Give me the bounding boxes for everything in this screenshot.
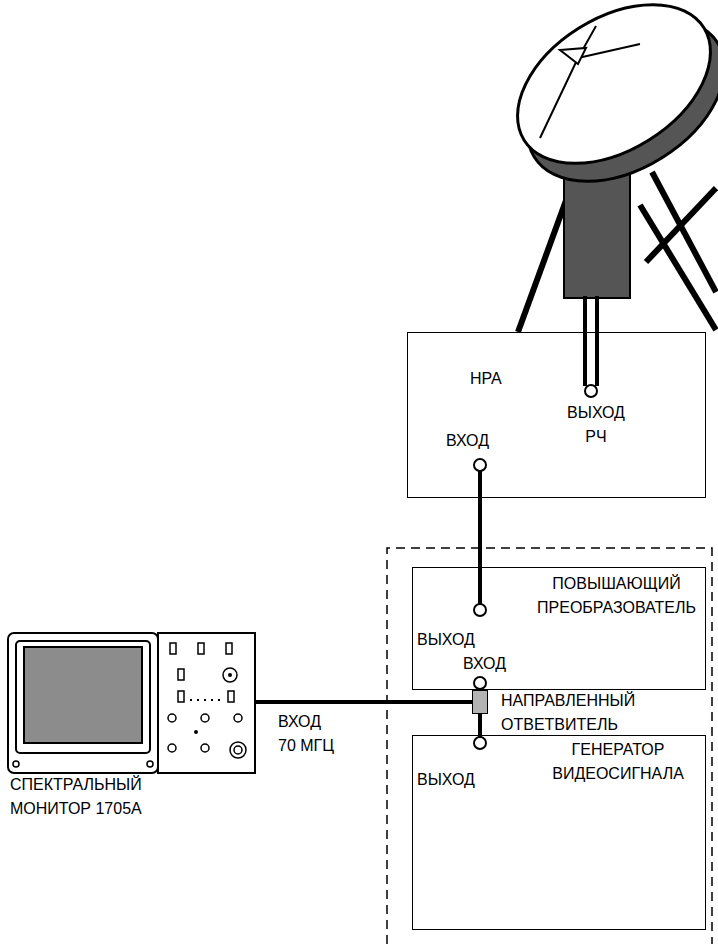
knob [201, 744, 209, 752]
coax-cable [583, 296, 587, 386]
foot [13, 761, 19, 767]
dish-face [489, 0, 718, 196]
dashed-enclosure [387, 548, 712, 944]
label-text: ГЕНЕРАТОР ВИДЕОСИГНАЛА [551, 738, 685, 786]
label-text: ВЫХОД [417, 628, 475, 652]
switch [178, 669, 184, 680]
knob [168, 744, 176, 752]
label-text: ВЫХОД РЧ [566, 401, 626, 449]
screen [24, 647, 142, 743]
feed-strut [540, 58, 578, 138]
cable [478, 465, 482, 610]
input-jack [234, 746, 242, 754]
tripod-leg [518, 195, 568, 332]
label-text: ВХОД [446, 429, 489, 453]
coax-cable [595, 296, 599, 386]
directional-coupler: НАПРАВЛЕННЫЙ ОТВЕТВИТЕЛЬ [472, 690, 488, 714]
label-text: ПОВЫШАЮЩИЙ ПРЕОБРАЗОВАТЕЛЬ [536, 572, 697, 620]
switch [198, 643, 204, 654]
switch [228, 691, 234, 702]
connector-jack [474, 677, 486, 689]
label-text: НАПРАВЛЕННЫЙ ОТВЕТВИТЕЛЬ [501, 689, 638, 737]
indicator [194, 730, 198, 734]
connector-jack [474, 737, 486, 749]
connector-jack [474, 604, 486, 616]
knob-dot [228, 673, 232, 677]
label-text: ВХОД [463, 652, 506, 676]
signal-label: ВХОД 70 МГЦ [278, 710, 337, 758]
screen-bezel [16, 641, 150, 753]
spectrum-monitor: СПЕКТРАЛЬНЫЙ МОНИТОР 1705A [8, 633, 255, 815]
knob [201, 714, 209, 722]
input-jack [230, 742, 246, 758]
scale-dots [190, 699, 220, 701]
control-panel [158, 633, 255, 773]
monitor-body [8, 633, 158, 773]
feed-strut [578, 44, 640, 58]
upconverter-box: ПОВЫШАЮЩИЙ ПРЕОБРАЗОВАТЕЛЬ ВЫХОДВХОД [412, 567, 706, 690]
knob [168, 714, 176, 722]
tripod-brace [646, 188, 716, 262]
tripod-leg [640, 205, 716, 330]
connector-jack [585, 385, 597, 397]
switch [226, 643, 232, 654]
switch [178, 691, 184, 702]
feed-horn [560, 48, 586, 64]
label-text: СПЕКТРАЛЬНЫЙ МОНИТОР 1705A [10, 773, 144, 821]
amplifier-box: HPA ВЫХОД РЧ ВХОД [407, 332, 706, 498]
generator-box: ГЕНЕРАТОР ВИДЕОСИГНАЛА ВЫХОД [412, 735, 706, 930]
knob [223, 668, 237, 682]
label-text: HPA [470, 367, 502, 391]
connector-jack [474, 459, 486, 471]
switch [170, 643, 176, 654]
foot [147, 761, 153, 767]
knob [234, 714, 242, 722]
label-text: ВЫХОД [417, 768, 475, 792]
cable [255, 700, 472, 704]
